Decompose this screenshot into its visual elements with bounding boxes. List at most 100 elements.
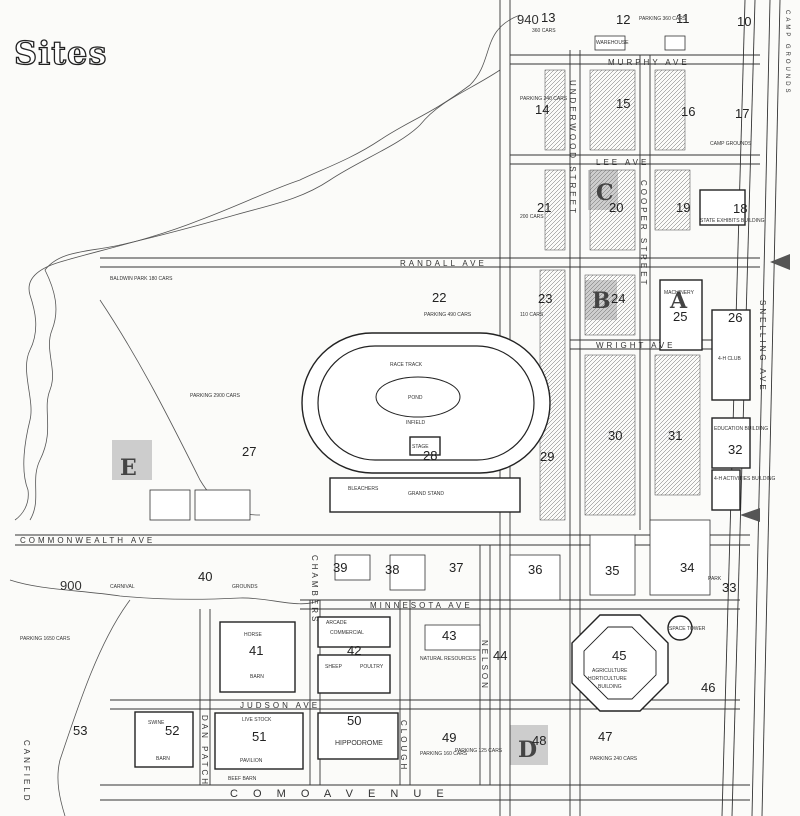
site-letter-b: B bbox=[592, 288, 611, 314]
site-number: 51 bbox=[252, 729, 266, 744]
pond bbox=[375, 376, 461, 418]
site-number: 33 bbox=[722, 580, 736, 595]
sheep-poultry bbox=[317, 654, 391, 694]
street-lee: LEE AVE bbox=[596, 158, 650, 167]
barn-label: BARN bbox=[250, 674, 264, 680]
swine-label: SWINE bbox=[148, 720, 165, 726]
grounds-label: GROUNDS bbox=[232, 584, 258, 590]
contour-label-940: 940 bbox=[517, 12, 539, 27]
state-exhibits-label: STATE EXHIBITS BUILDING bbox=[700, 218, 765, 224]
street-judson: JUDSON AVE bbox=[240, 701, 321, 710]
site-e-shade bbox=[112, 440, 152, 480]
activities-label: 4-H ACTIVITIES BUILDING bbox=[714, 476, 776, 482]
site-number: 38 bbox=[385, 562, 399, 577]
site-d-shade bbox=[510, 725, 548, 765]
site-number: 45 bbox=[612, 648, 626, 663]
bleachers-label: BLEACHERS bbox=[348, 486, 379, 492]
site-number: 28 bbox=[423, 448, 437, 463]
stage-label: STAGE bbox=[412, 444, 429, 450]
site-number: 53 bbox=[73, 723, 87, 738]
pavilion-label: PAVILION bbox=[240, 758, 263, 764]
site-number: 23 bbox=[538, 291, 552, 306]
site-number: 52 bbox=[165, 723, 179, 738]
contour-900 bbox=[9, 579, 321, 605]
grandstand bbox=[329, 477, 521, 513]
site-number: 16 bbox=[681, 104, 695, 119]
site-number: 35 bbox=[605, 563, 619, 578]
site-number: 26 bbox=[728, 310, 742, 325]
street-randall: RANDALL AVE bbox=[400, 259, 487, 268]
site-number: 47 bbox=[598, 729, 612, 744]
arcade-label: ARCADE bbox=[326, 620, 348, 626]
building-39 bbox=[334, 554, 371, 581]
sheep-label: SHEEP bbox=[325, 664, 343, 670]
site-number: 14 bbox=[535, 102, 549, 117]
street-murphy: MURPHY AVE bbox=[608, 58, 690, 67]
site-number: 13 bbox=[541, 10, 555, 25]
arcade bbox=[317, 616, 391, 648]
space-tower-label: SPACE TOWER bbox=[669, 626, 706, 632]
site-letter-e: E bbox=[120, 455, 137, 481]
site-letter-c: C bbox=[596, 180, 614, 206]
street-canfield: CANFIELD bbox=[22, 740, 31, 804]
site-letter-a: A bbox=[669, 288, 688, 314]
site-number: 10 bbox=[737, 14, 751, 29]
grandstand-label: GRAND STAND bbox=[408, 491, 444, 497]
entry-arrow-south bbox=[740, 508, 760, 522]
site-number: 34 bbox=[680, 560, 694, 575]
hippodrome-label: HIPPODROME bbox=[335, 740, 383, 747]
parking-49-label: PARKING 160 CARS bbox=[420, 751, 468, 757]
street-commonwealth: COMMONWEALTH AVE bbox=[20, 536, 156, 545]
street-clough: CLOUGH bbox=[399, 720, 408, 773]
site-number: 17 bbox=[735, 106, 749, 121]
live-stock-pavilion bbox=[214, 712, 304, 770]
site-number: 30 bbox=[608, 428, 622, 443]
parking-21-label: 200 CARS bbox=[520, 214, 544, 220]
site-number: 18 bbox=[733, 201, 747, 216]
race-track-label: RACE TRACK bbox=[390, 362, 423, 368]
site-number: 19 bbox=[676, 200, 690, 215]
parking-22-label: PARKING 490 CARS bbox=[424, 312, 472, 318]
natural-resources-label: NATURAL RESOURCES bbox=[420, 656, 477, 662]
building-35 bbox=[589, 534, 636, 596]
building-36 bbox=[509, 554, 561, 601]
education-label: EDUCATION BUILDING bbox=[714, 426, 768, 432]
building-38 bbox=[389, 554, 426, 591]
site-number: 42 bbox=[347, 643, 361, 658]
site-number: 31 bbox=[668, 428, 682, 443]
live-stock-label: LIVE STOCK bbox=[242, 717, 272, 723]
space-tower bbox=[667, 615, 693, 641]
swine-barn-label: BARN bbox=[156, 756, 170, 762]
building-labels: RACE TRACK POND INFIELD STAGE GRAND STAN… bbox=[20, 16, 776, 782]
site-number: 11 bbox=[676, 11, 690, 26]
street-cooper: COOPER STREET bbox=[639, 180, 648, 288]
parking-40-label: PARKING 1650 CARS bbox=[20, 636, 71, 642]
agriculture-building bbox=[571, 614, 669, 712]
site-number: 39 bbox=[333, 560, 347, 575]
site-number: 50 bbox=[347, 713, 361, 728]
building-34 bbox=[649, 519, 711, 596]
parking-47-label: PARKING 240 CARS bbox=[590, 756, 638, 762]
site-number: 25 bbox=[673, 309, 687, 324]
parking-12-label: PARKING 360 CARS bbox=[639, 16, 687, 22]
site-number: 20 bbox=[609, 200, 623, 215]
site-number: 41 bbox=[249, 643, 263, 658]
parking-big-label: PARKING 2900 CARS bbox=[190, 393, 241, 399]
map-title: Sites bbox=[13, 33, 108, 72]
site-number: 43 bbox=[442, 628, 456, 643]
site-number: 48 bbox=[532, 733, 546, 748]
entry-arrow-north bbox=[770, 254, 790, 270]
site-number: 36 bbox=[528, 562, 542, 577]
site-number: 15 bbox=[616, 96, 630, 111]
horticulture-label: HORTICULTURE bbox=[588, 676, 627, 682]
infield-label: INFIELD bbox=[406, 420, 426, 426]
horse-label: HORSE bbox=[244, 632, 262, 638]
race-track-inner bbox=[317, 345, 535, 461]
site-number: 37 bbox=[449, 560, 463, 575]
swine-barn bbox=[134, 711, 194, 768]
parking-23-label: 110 CARS bbox=[520, 312, 544, 318]
street-minnesota: MINNESOTA AVE bbox=[370, 601, 473, 610]
site-number: 22 bbox=[432, 290, 446, 305]
building-label: BUILDING bbox=[598, 684, 622, 690]
site-number: 49 bbox=[442, 730, 456, 745]
